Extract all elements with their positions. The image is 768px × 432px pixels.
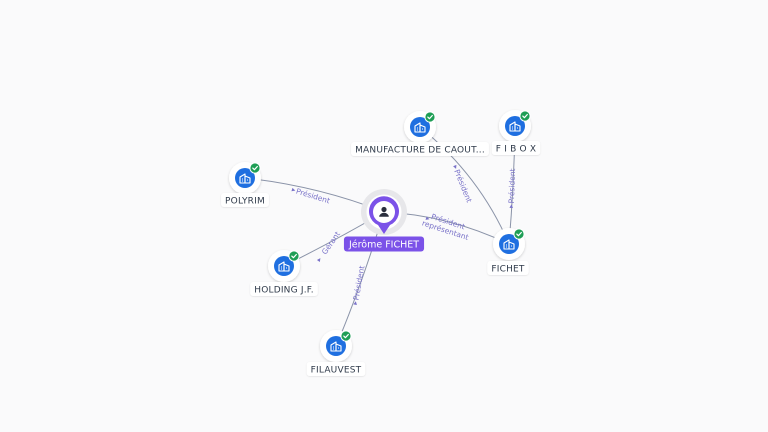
company-label[interactable]: F I B O X (491, 141, 541, 155)
verified-check-icon (513, 228, 525, 240)
company-label[interactable]: FILAUVEST (306, 362, 366, 376)
company-label-text: F I B O X (496, 144, 537, 154)
company-building-icon (509, 121, 521, 132)
company-building-icon (278, 261, 290, 272)
arrow-icon (353, 301, 357, 305)
edge-label: Président (452, 164, 474, 204)
nodes-layer: POLYRIM HOLDING J.F. FILAUVEST MANUFACTURE … (221, 110, 541, 376)
arrow-icon (425, 216, 430, 220)
company-label-bg (221, 193, 269, 207)
edge-label-text: Président (452, 168, 473, 204)
verified-check-icon (249, 162, 261, 174)
edge-label-text: Président (507, 168, 517, 203)
edges-layer (244, 125, 516, 347)
arrow-icon (509, 204, 514, 209)
company-label-text: POLYRIM (225, 196, 265, 206)
company-node-filauvest[interactable] (320, 330, 352, 362)
company-building-icon (239, 173, 251, 184)
verified-check-icon (288, 250, 300, 262)
edge-label: Gérant (316, 230, 342, 263)
company-node-fichet[interactable] (493, 228, 525, 260)
edge-labels-layer: PrésidentGérantPrésidentPrésidentreprése… (291, 164, 517, 305)
company-label-text: HOLDING J.F. (254, 285, 314, 295)
company-building-icon (414, 122, 426, 133)
company-label-bg (351, 142, 489, 156)
edge-line (419, 126, 510, 245)
company-node-fibox[interactable] (499, 110, 531, 142)
company-building-icon (503, 239, 515, 250)
company-label[interactable]: FICHET (487, 261, 529, 275)
company-building-icon (330, 341, 342, 352)
arrow-icon (316, 258, 321, 263)
company-node-holding[interactable] (268, 250, 300, 282)
company-label-text: MANUFACTURE DE CAOUT... (355, 145, 485, 155)
company-label-bg (491, 141, 541, 155)
company-label[interactable]: POLYRIM (221, 193, 269, 207)
company-label-bg (306, 362, 366, 376)
company-node-polyrim[interactable] (229, 162, 261, 194)
edge-label: Président (507, 168, 517, 209)
edge-label-text: Président (352, 265, 367, 301)
edge-label-text: Gérant (320, 230, 342, 256)
edge-label: Président (291, 187, 331, 205)
verified-check-icon (424, 111, 436, 123)
company-label-bg (487, 261, 529, 275)
person-icon (379, 206, 389, 217)
company-label-text: FICHET (491, 264, 525, 274)
person-label-text: Jérôme FICHET (348, 239, 419, 250)
verified-check-icon (519, 110, 531, 122)
person-label[interactable]: Jérôme FICHET (343, 236, 425, 252)
arrow-icon (291, 187, 296, 192)
company-label-text: FILAUVEST (311, 365, 362, 375)
verified-check-icon (340, 330, 352, 342)
edge-label: Président (352, 265, 367, 305)
company-label-bg (250, 282, 318, 296)
company-label[interactable]: HOLDING J.F. (250, 282, 318, 296)
person-label-bg (343, 236, 425, 252)
arrow-icon (453, 164, 457, 169)
person-node[interactable] (361, 189, 407, 235)
company-node-manufacture[interactable] (404, 111, 436, 143)
company-label[interactable]: MANUFACTURE DE CAOUT... (351, 142, 489, 156)
